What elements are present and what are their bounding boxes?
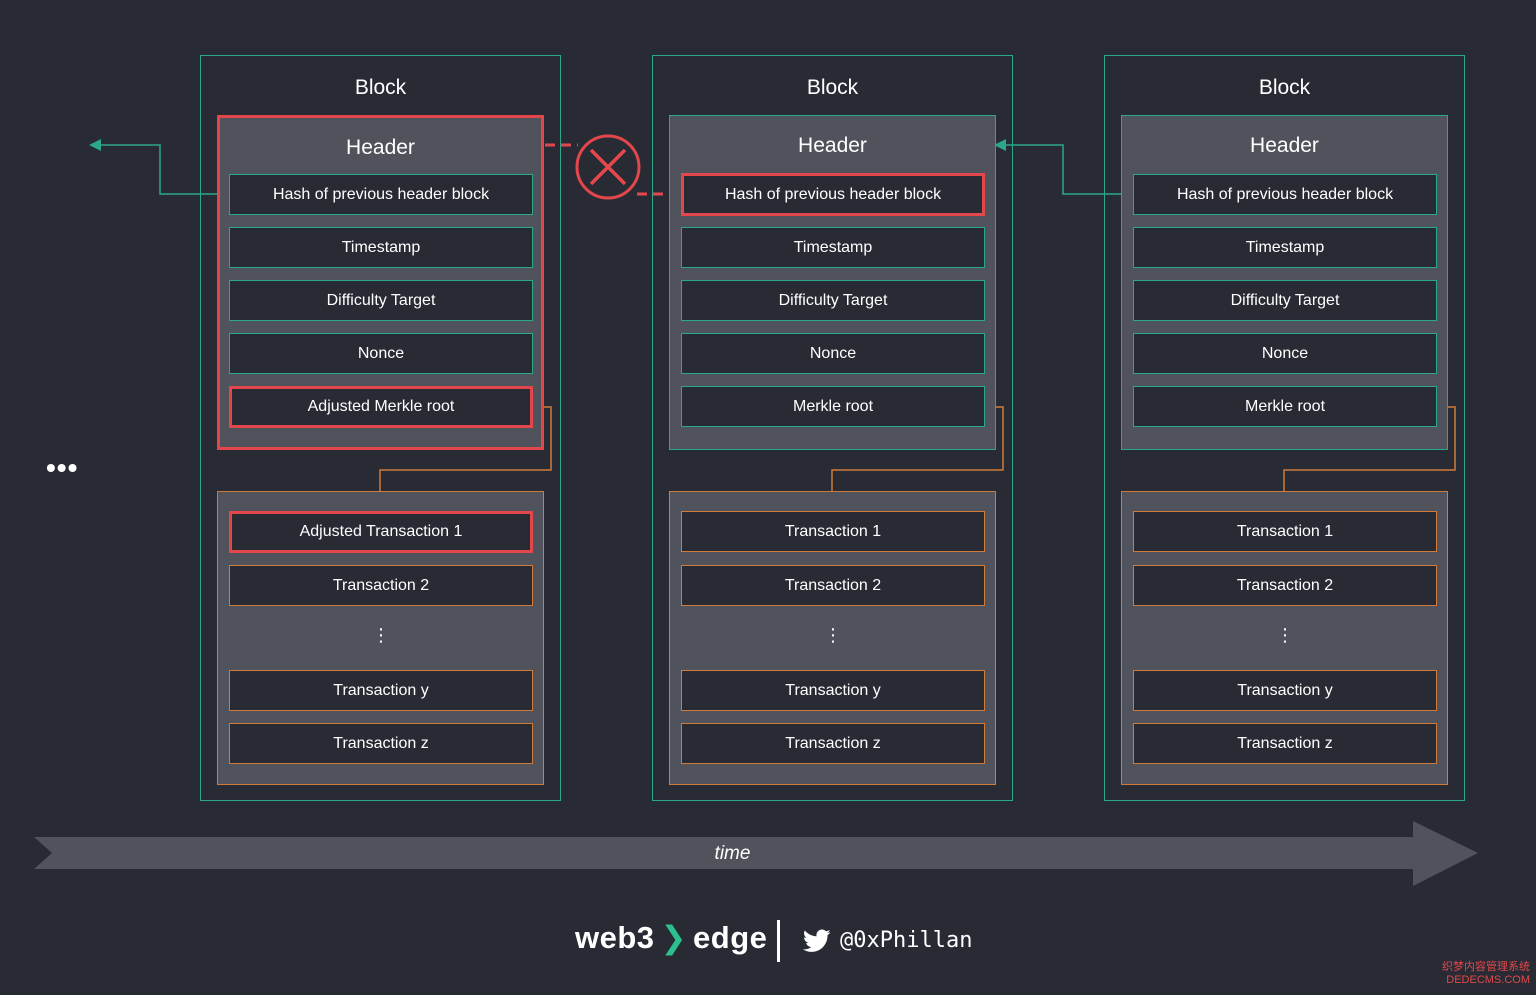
header-title: Header xyxy=(346,136,415,159)
transaction-item: Transaction z xyxy=(229,723,533,764)
vertical-ellipsis: ⋮ xyxy=(372,625,390,645)
merkle-link-3 xyxy=(1283,406,1456,491)
block-title: Block xyxy=(1258,76,1311,99)
transaction-item: Transaction 2 xyxy=(1133,565,1437,606)
watermark-line1: 织梦内容管理系统 xyxy=(1442,960,1530,973)
field-merkle-root: Adjusted Merkle root xyxy=(229,386,533,428)
brand-left: web3 xyxy=(575,920,655,955)
transaction-gap: ⋮ xyxy=(681,626,985,646)
transaction-item: Transaction y xyxy=(1133,670,1437,711)
block-title: Block xyxy=(806,76,859,99)
block-1: Block xyxy=(200,55,561,801)
vertical-ellipsis: ⋮ xyxy=(1276,625,1294,645)
transaction-item: Transaction y xyxy=(681,670,985,711)
header-title: Header xyxy=(798,134,867,157)
transaction-item: Transaction 2 xyxy=(681,565,985,606)
field-nonce: Nonce xyxy=(229,333,533,374)
brand-right: edge xyxy=(693,920,768,955)
field-merkle-root: Merkle root xyxy=(681,386,985,427)
time-label: time xyxy=(714,843,751,864)
block-title: Block xyxy=(354,76,407,99)
transaction-item: Transaction 1 xyxy=(1133,511,1437,552)
field-difficulty: Difficulty Target xyxy=(229,280,533,321)
field-prev-hash: Hash of previous header block xyxy=(681,173,985,216)
watermark-line2: DEDECMS.COM xyxy=(1446,973,1530,986)
field-nonce: Nonce xyxy=(1133,333,1437,374)
header-title: Header xyxy=(1250,134,1319,157)
block-3: Block xyxy=(1104,55,1465,801)
field-difficulty: Difficulty Target xyxy=(681,280,985,321)
block-2: Block xyxy=(652,55,1013,801)
field-nonce: Nonce xyxy=(681,333,985,374)
link-arrow-left xyxy=(89,139,229,195)
brand-logo: web3❯edge xyxy=(575,920,767,956)
twitter-icon xyxy=(803,929,831,952)
transaction-gap: ⋮ xyxy=(229,626,533,646)
field-prev-hash: Hash of previous header block xyxy=(1133,174,1437,215)
watermark: 织梦内容管理系统 DEDECMS.COM xyxy=(1442,961,1530,987)
field-prev-hash: Hash of previous header block xyxy=(229,174,533,215)
field-timestamp: Timestamp xyxy=(229,227,533,268)
time-arrow xyxy=(34,821,1478,886)
transaction-item: Transaction 2 xyxy=(229,565,533,606)
transaction-item: Adjusted Transaction 1 xyxy=(229,511,533,553)
earlier-blocks-ellipsis: ••• xyxy=(46,452,79,483)
brand-chevron-icon: ❯ xyxy=(660,920,688,955)
twitter-handle[interactable]: @0xPhillan xyxy=(840,928,973,953)
field-timestamp: Timestamp xyxy=(681,227,985,268)
field-merkle-root: Merkle root xyxy=(1133,386,1437,427)
footer-divider xyxy=(777,920,780,962)
field-timestamp: Timestamp xyxy=(1133,227,1437,268)
transaction-item: Transaction 1 xyxy=(681,511,985,552)
vertical-ellipsis: ⋮ xyxy=(824,625,842,645)
link-arrow-3-to-2 xyxy=(994,139,1133,195)
transaction-gap: ⋮ xyxy=(1133,626,1437,646)
field-difficulty: Difficulty Target xyxy=(1133,280,1437,321)
merkle-link-2 xyxy=(831,406,1004,491)
broken-link-x-icon xyxy=(575,134,641,200)
transaction-item: Transaction z xyxy=(681,723,985,764)
transaction-item: Transaction y xyxy=(229,670,533,711)
transaction-item: Transaction z xyxy=(1133,723,1437,764)
merkle-link-1 xyxy=(379,406,552,491)
